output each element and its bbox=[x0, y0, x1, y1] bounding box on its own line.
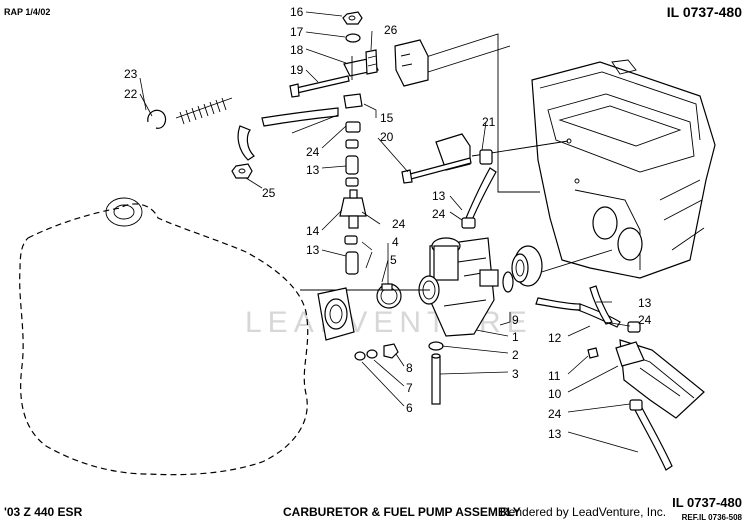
callout-6: 6 bbox=[406, 401, 413, 415]
fuel-pump-bracket bbox=[394, 39, 471, 171]
callout-4: 4 bbox=[392, 235, 399, 249]
rap-date-label: RAP 1/4/02 bbox=[4, 7, 51, 17]
nut-25 bbox=[231, 163, 253, 179]
fuel-filter-14 bbox=[339, 189, 367, 229]
clamp-5 bbox=[376, 283, 402, 309]
callout-24-mid: 24 bbox=[392, 217, 406, 231]
bracket-reference-line bbox=[422, 33, 540, 193]
callout-17: 17 bbox=[290, 25, 304, 39]
callout-leaders bbox=[139, 11, 639, 453]
diagram-title: CARBURETOR & FUEL PUMP ASSEMBLY bbox=[283, 505, 521, 519]
callout-2: 2 bbox=[512, 348, 519, 362]
callout-3: 3 bbox=[512, 367, 519, 381]
callout-20: 20 bbox=[380, 130, 394, 144]
model-label: '03 Z 440 ESR bbox=[4, 505, 83, 519]
intake-flange bbox=[317, 287, 399, 361]
hose-assembly bbox=[237, 93, 363, 187]
callout-7: 7 bbox=[406, 381, 413, 395]
illustration-number-top: IL 0737-480 bbox=[666, 4, 742, 20]
illustration-number-bottom: IL 0737-480 bbox=[672, 495, 742, 510]
callout-24-top: 24 bbox=[306, 145, 320, 159]
callout-5: 5 bbox=[390, 253, 397, 267]
callout-13-top: 13 bbox=[306, 163, 320, 177]
callout-26: 26 bbox=[384, 23, 398, 37]
callout-19: 19 bbox=[290, 63, 304, 77]
callout-23: 23 bbox=[124, 67, 138, 81]
callout-22: 22 bbox=[124, 87, 138, 101]
callout-10: 10 bbox=[548, 387, 562, 401]
callout-9: 9 bbox=[512, 313, 519, 327]
callout-13-pump-top: 13 bbox=[638, 296, 652, 310]
airbox-housing bbox=[531, 59, 716, 279]
clip-26 bbox=[365, 49, 378, 75]
air-adaptor-9 bbox=[511, 245, 543, 287]
bolt-20 bbox=[401, 157, 472, 184]
washer-17 bbox=[345, 33, 361, 43]
callout-11: 11 bbox=[548, 369, 561, 383]
reference-number: REF.IL 0736-508 bbox=[681, 513, 742, 522]
callout-13-right: 13 bbox=[432, 189, 446, 203]
callout-18: 18 bbox=[290, 43, 304, 57]
engine-flywheel-detail bbox=[105, 197, 143, 227]
hose-13-right bbox=[465, 167, 497, 221]
grommet-21 bbox=[479, 149, 493, 165]
spring-23 bbox=[175, 97, 233, 125]
clamp-24-right bbox=[461, 217, 476, 229]
callout-24-pump-top: 24 bbox=[638, 313, 652, 327]
needle-clip-2 bbox=[428, 341, 444, 351]
fuel-pump-assembly bbox=[535, 285, 705, 471]
clamp-24-lower bbox=[344, 235, 358, 245]
callout-24-right: 24 bbox=[432, 207, 446, 221]
callout-25: 25 bbox=[262, 186, 276, 200]
nut-16 bbox=[342, 11, 363, 25]
hose-13-lower bbox=[345, 251, 359, 275]
callout-24-pump-bottom: 24 bbox=[548, 407, 562, 421]
callout-13-pump-bottom: 13 bbox=[548, 427, 562, 441]
callout-15: 15 bbox=[380, 111, 394, 125]
bolt-19 bbox=[289, 75, 350, 98]
callout-21: 21 bbox=[482, 115, 496, 129]
needle-rod-3 bbox=[431, 353, 441, 405]
callout-16: 16 bbox=[290, 5, 304, 19]
rendered-by-label: Rendered by LeadVenture, Inc. bbox=[500, 505, 667, 519]
callout-8: 8 bbox=[406, 361, 413, 375]
clip-22 bbox=[147, 109, 167, 129]
carburetor-1 bbox=[418, 237, 514, 337]
watermark-text: LEADVENTURE bbox=[245, 306, 533, 339]
callout-14: 14 bbox=[306, 224, 320, 238]
engine-outline bbox=[19, 203, 309, 476]
callout-1: 1 bbox=[512, 330, 519, 344]
callout-13-mid: 13 bbox=[306, 243, 320, 257]
callout-12: 12 bbox=[548, 331, 562, 345]
